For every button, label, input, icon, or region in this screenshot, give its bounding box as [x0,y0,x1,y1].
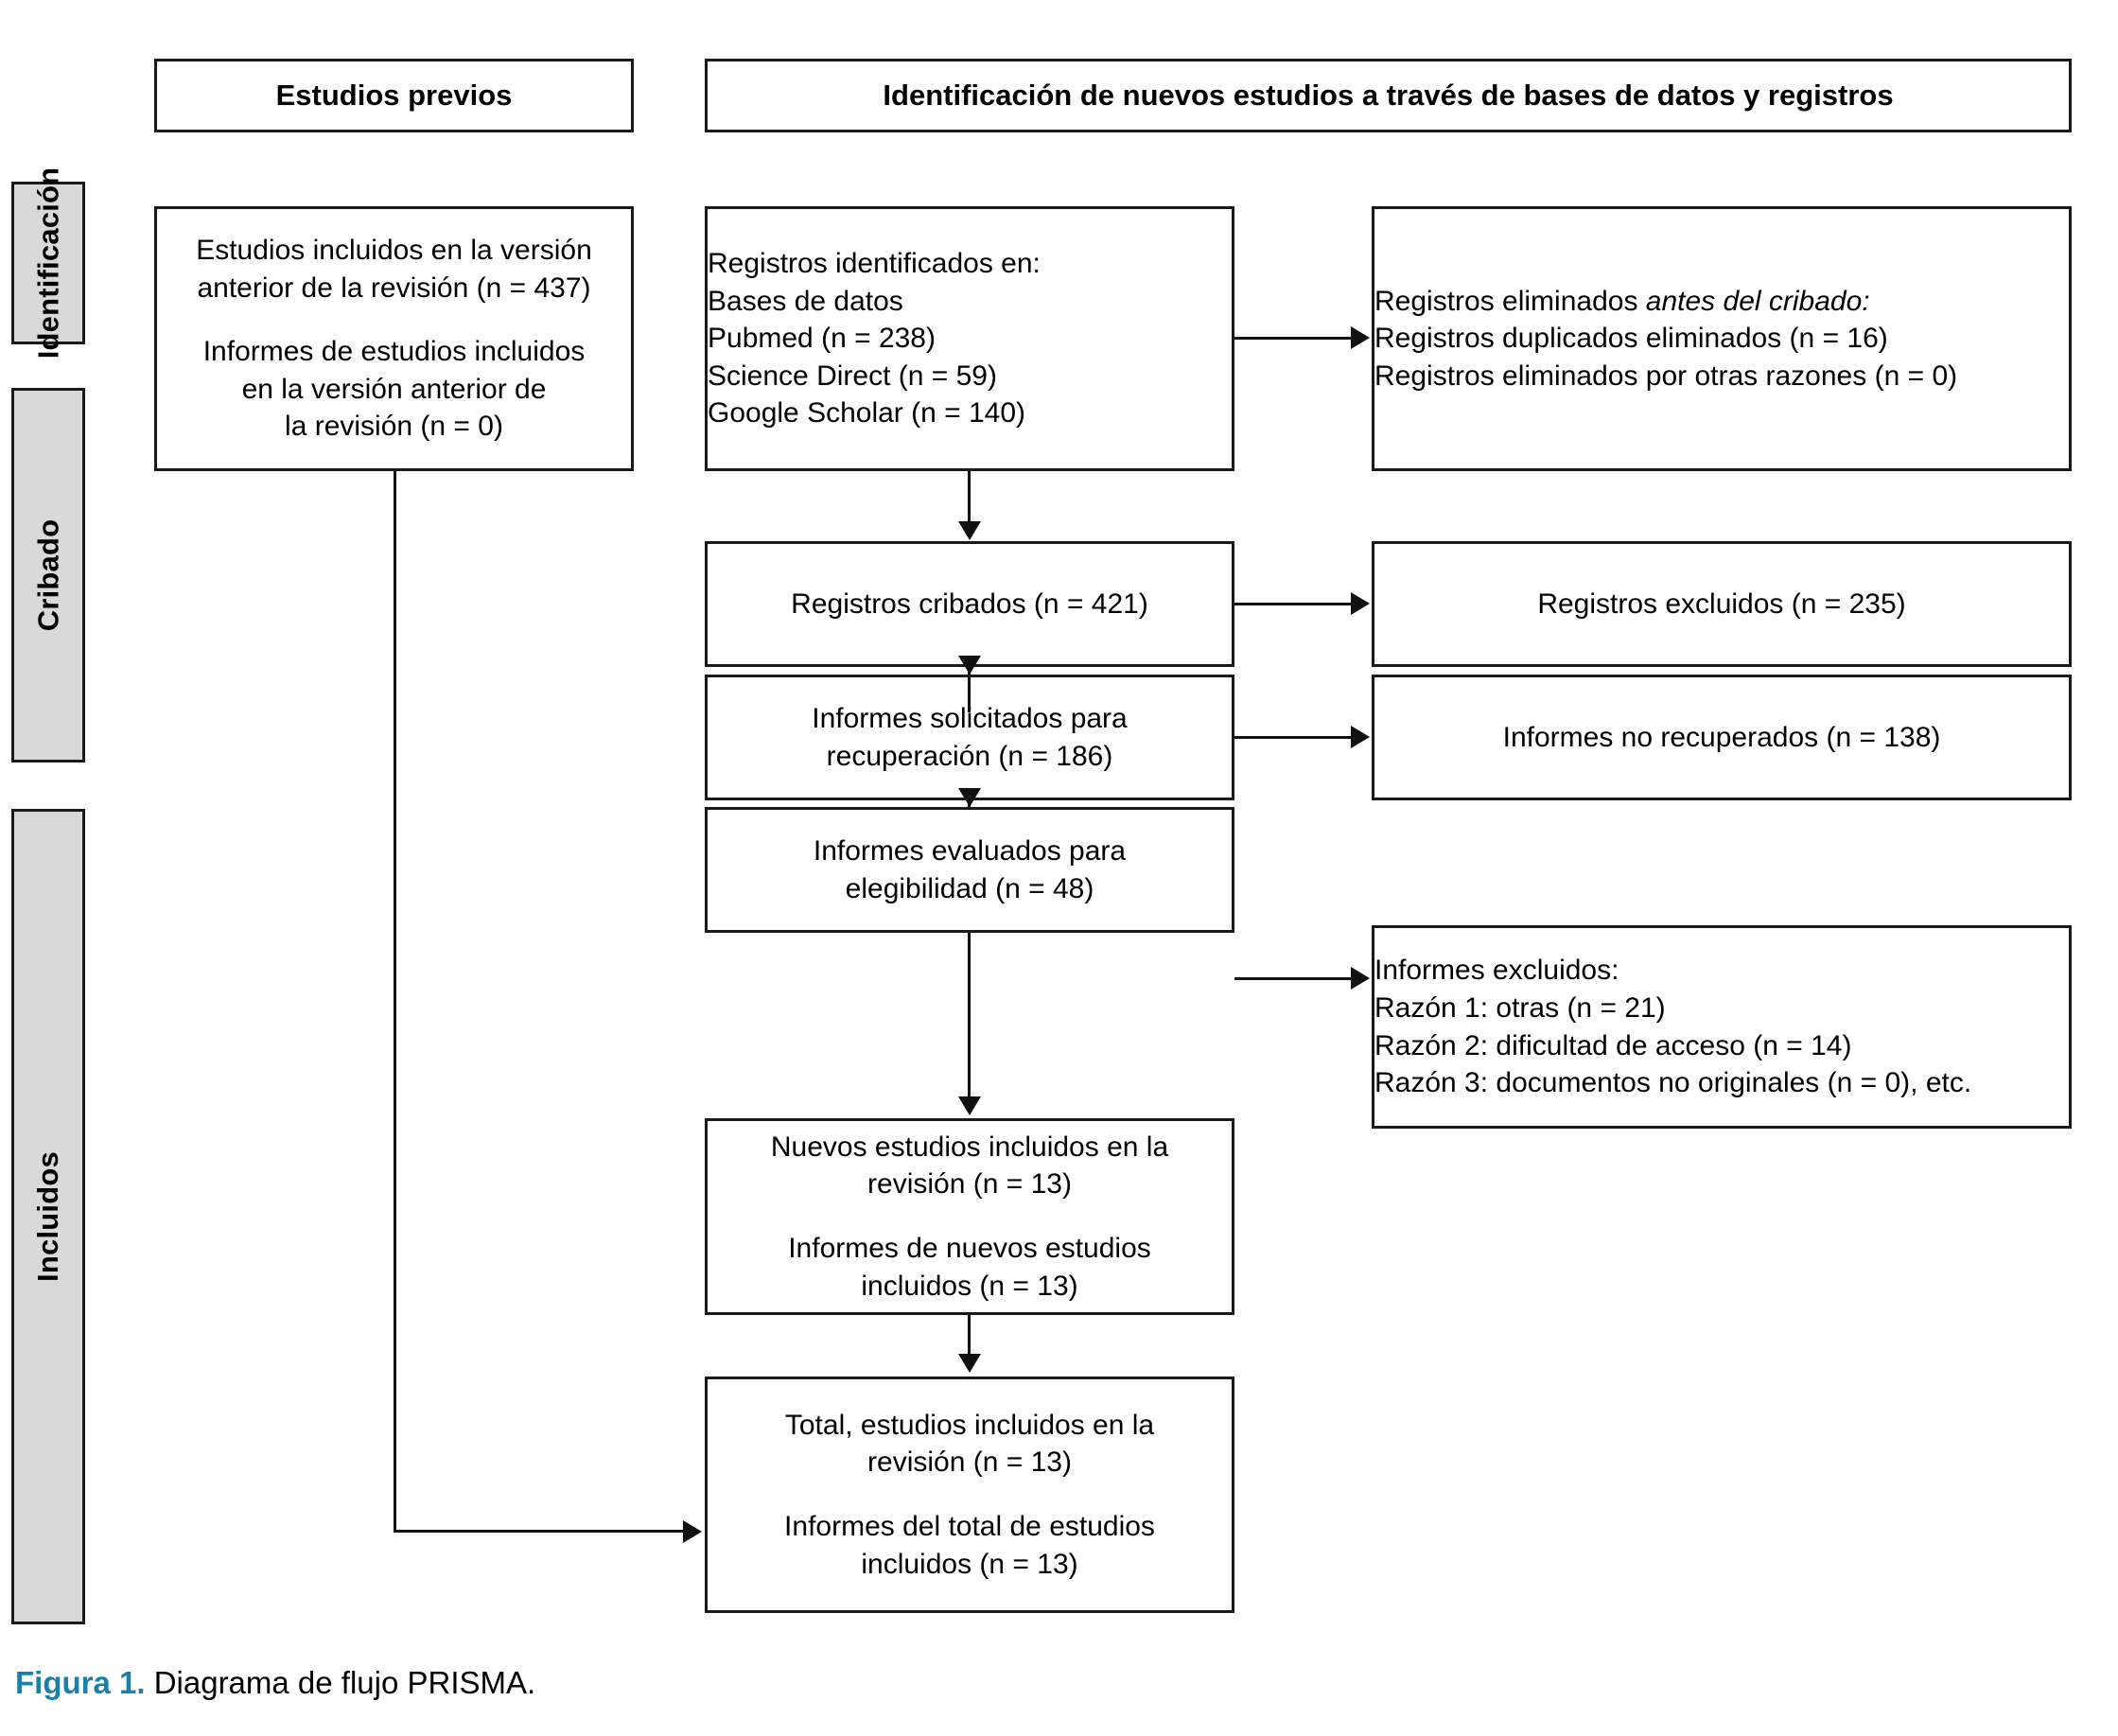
box-records-excluded: Registros excluidos (n = 235) [1372,541,2072,667]
arrow-screened-to-sought [958,656,981,675]
reports-sought-line-2: recuperación (n = 186) [826,740,1113,772]
connector-new-studies-to-total [968,1315,971,1356]
stage-bar-incluidos-label: Incluidos [31,1151,64,1282]
stage-bar-identificacion-label: Identificación [31,167,65,359]
arrow-sought-to-assessed [958,788,981,807]
header-new-studies: Identificación de nuevos estudios a trav… [705,59,2072,132]
reports-excluded-item-3: Razón 3: documentos no originales (n = 0… [1374,1067,1972,1099]
records-identified-item-1: Bases de datos [708,285,903,317]
header-previous-studies: Estudios previos [154,59,634,132]
box-reports-excluded: Informes excluidos: Razón 1: otras (n = … [1372,925,2072,1129]
reports-assessed-line-1: Informes evaluados para [813,834,1127,867]
new-studies-line-3: Informes de nuevos estudios [788,1233,1151,1264]
connector-screened-to-sought [968,667,971,712]
connector-assessed-to-reports-excluded [1234,977,1351,980]
stage-bar-identificacion: Identificación [11,167,85,359]
reports-assessed-line-2: elegibilidad (n = 48) [845,872,1094,904]
total-included-line-2: revisión (n = 13) [867,1447,1072,1479]
previous-included-group-2: Informes de estudios incluidos en la ver… [203,333,586,446]
connector-screened-to-excluded [1234,603,1351,605]
previous-included-line-5: la revisión (n = 0) [285,411,503,443]
previous-included-group-1: Estudios incluidos en la versión anterio… [196,232,592,307]
connector-identified-to-removed [1234,337,1351,340]
new-studies-group-1: Nuevos estudios incluidos en la revisión… [771,1129,1168,1203]
records-identified-item-3: Science Direct (n = 59) [708,359,997,392]
arrow-identified-to-removed [1351,326,1370,349]
records-identified-item-2: Pubmed (n = 238) [708,323,936,355]
box-total-included: Total, estudios incluidos en la revisión… [705,1377,1234,1613]
records-removed-item-1: Registros duplicados eliminados (n = 16) [1374,323,1888,355]
arrow-identified-to-screened [958,521,981,540]
arrow-new-studies-to-total [958,1354,981,1373]
connector-previous-to-total-horizontal [394,1530,683,1533]
total-included-group-2: Informes del total de estudios incluidos… [784,1508,1155,1583]
connector-sought-to-not-retrieved [1234,736,1351,739]
arrow-screened-to-excluded [1351,592,1370,615]
reports-not-retrieved-line-1: Informes no recuperados (n = 138) [1502,721,1941,753]
stage-bar-incluidos: Incluidos [11,809,85,1624]
previous-included-line-1: Estudios incluidos en la versión [196,235,592,267]
total-included-line-1: Total, estudios incluidos en la [784,1409,1155,1441]
total-included-group-1: Total, estudios incluidos en la revisión… [785,1407,1154,1482]
box-previous-studies-included: Estudios incluidos en la versión anterio… [154,206,634,471]
box-records-screened: Registros cribados (n = 421) [705,541,1234,667]
box-records-identified: Registros identificados en: Bases de dat… [705,206,1234,471]
arrow-assessed-to-new-studies [958,1096,981,1115]
stage-bar-cribado-label: Cribado [31,518,65,632]
box-new-studies-included: Nuevos estudios incluidos en la revisión… [705,1118,1234,1315]
reports-excluded-item-2: Razón 2: dificultad de acceso (n = 14) [1374,1029,1852,1061]
arrow-previous-to-total [683,1520,702,1543]
records-identified-item-4: Google Scholar (n = 140) [708,397,1026,430]
previous-included-line-3: Informes de estudios incluidos [202,336,586,368]
connector-previous-to-total-vertical [394,471,396,1533]
box-records-removed: Registros eliminados antes del cribado: … [1372,206,2072,471]
records-excluded-line-1: Registros excluidos (n = 235) [1537,587,1906,620]
arrow-assessed-to-reports-excluded [1351,967,1370,990]
reports-excluded-item-1: Razón 1: otras (n = 21) [1374,991,1666,1024]
figure-caption-text: Diagrama de flujo PRISMA. [153,1665,536,1700]
new-studies-line-2: revisión (n = 13) [867,1168,1072,1201]
connector-identified-to-screened [968,471,971,523]
records-removed-item-2: Registros eliminados por otras razones (… [1374,359,1958,392]
records-removed-title-italic: antes del cribado: [1645,285,1870,317]
previous-included-line-2: anterior de la revisión (n = 437) [197,272,591,304]
figure-caption: Figura 1. Diagrama de flujo PRISMA. [15,1665,535,1701]
new-studies-group-2: Informes de nuevos estudios incluidos (n… [788,1230,1151,1305]
total-included-line-3: Informes del total de estudios [784,1511,1155,1542]
new-studies-line-4: incluidos (n = 13) [861,1270,1078,1302]
figure-caption-label: Figura 1. [15,1665,146,1700]
connector-assessed-to-new-studies [968,933,971,1098]
reports-excluded-title: Informes excluidos: [1374,955,1619,987]
previous-included-line-4: en la versión anterior de [241,373,547,405]
box-reports-assessed: Informes evaluados para elegibilidad (n … [705,807,1234,933]
box-reports-not-retrieved: Informes no recuperados (n = 138) [1372,675,2072,800]
stage-bar-cribado: Cribado [11,388,85,763]
new-studies-line-1: Nuevos estudios incluidos en la [770,1131,1169,1163]
records-removed-title: Registros eliminados antes del cribado: [1374,283,1870,321]
total-included-line-4: incluidos (n = 13) [861,1548,1078,1580]
records-screened-line-1: Registros cribados (n = 421) [791,587,1148,620]
records-identified-title: Registros identificados en: [708,248,1041,280]
records-removed-title-plain: Registros eliminados [1374,285,1646,317]
header-new-studies-label: Identificación de nuevos estudios a trav… [883,79,1894,112]
arrow-sought-to-not-retrieved [1351,726,1370,748]
header-previous-studies-label: Estudios previos [275,79,513,112]
